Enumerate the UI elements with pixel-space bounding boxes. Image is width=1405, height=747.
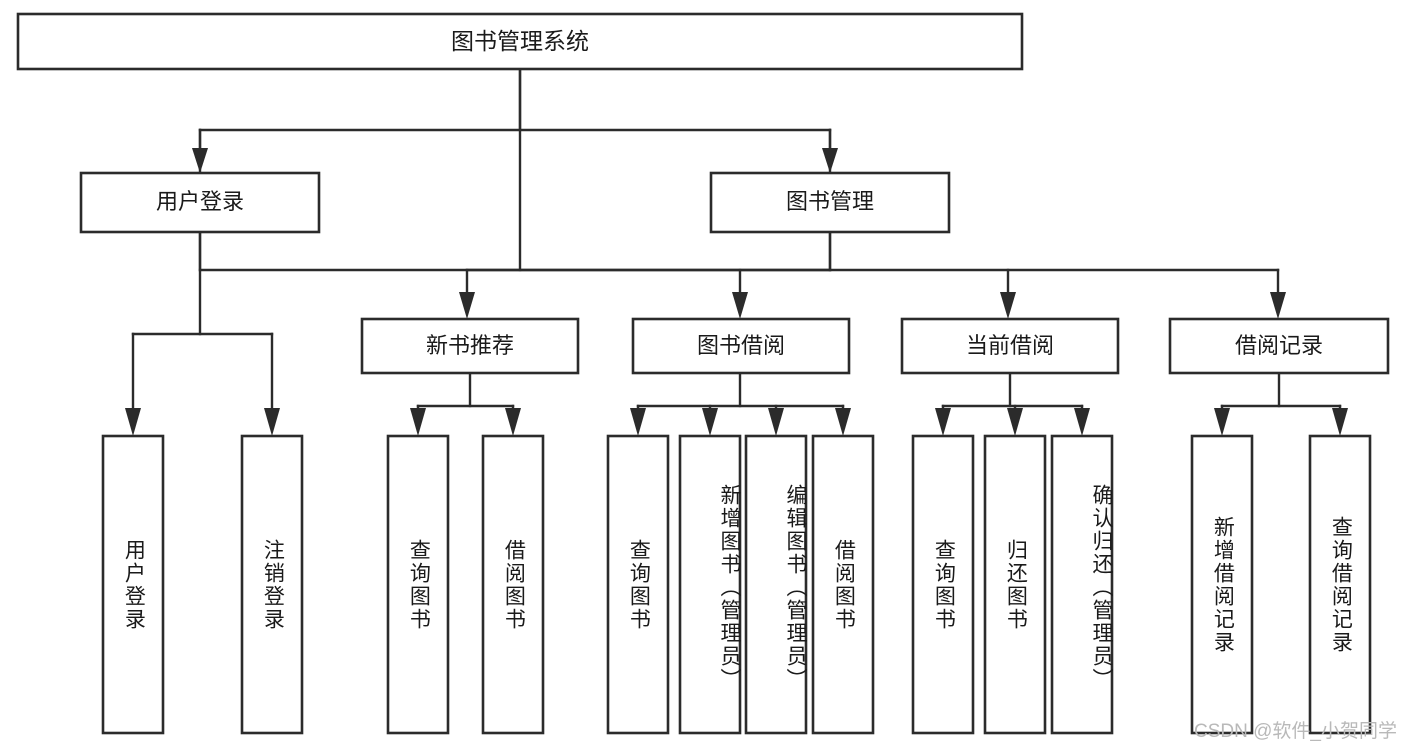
node-user-login[interactable]: 用户登录 xyxy=(79,171,321,234)
arrow-head-leaf-query-borrow-record xyxy=(1332,408,1348,436)
arrow-head-leaf-confirm-return xyxy=(1074,408,1090,436)
connector-current-borrow-children xyxy=(935,371,1090,436)
node-root[interactable]: 图书管理系统 xyxy=(16,12,1024,71)
arrow-head-leaf-borrow-book-1 xyxy=(505,408,521,436)
leaf-add-book-admin-box[interactable] xyxy=(678,434,742,735)
node-book-management-label: 图书管理 xyxy=(786,189,874,214)
leaf-query-book-1-box[interactable] xyxy=(386,434,450,735)
leaf-user-login-box[interactable] xyxy=(101,434,165,735)
node-book-borrow[interactable]: 图书借阅 xyxy=(631,317,851,375)
arrow-head-user-login xyxy=(192,148,208,173)
node-book-management[interactable]: 图书管理 xyxy=(709,171,951,234)
leaf-query-book-2-box[interactable] xyxy=(606,434,670,735)
leaf-logout-login-box[interactable] xyxy=(240,434,304,735)
node-borrow-record-label: 借阅记录 xyxy=(1235,333,1323,358)
arrow-head-leaf-logout-login xyxy=(264,408,280,436)
arrow-head-leaf-query-book-2 xyxy=(630,408,646,436)
connector-book-management-children xyxy=(459,230,1286,319)
node-new-book-recommend[interactable]: 新书推荐 xyxy=(360,317,580,375)
node-current-borrow[interactable]: 当前借阅 xyxy=(900,317,1120,375)
connector-borrow-record-children xyxy=(1214,371,1348,436)
node-borrow-record-box[interactable] xyxy=(1168,317,1390,375)
leaf-query-book-3-box[interactable] xyxy=(911,434,975,735)
node-user-login-box[interactable] xyxy=(79,171,321,234)
node-user-login-label: 用户登录 xyxy=(156,189,244,214)
arrow-head-leaf-return-book xyxy=(1007,408,1023,436)
connector-book-borrow-children xyxy=(630,371,851,436)
leaf-confirm-return-box[interactable] xyxy=(1050,434,1114,735)
leaf-query-borrow-record-box[interactable] xyxy=(1308,434,1372,735)
arrow-head-leaf-add-borrow-record xyxy=(1214,408,1230,436)
arrow-head-current-borrow xyxy=(1000,292,1016,319)
arrow-head-leaf-add-book-admin xyxy=(702,408,718,436)
arrow-head-new-book-recommend xyxy=(459,292,475,319)
node-book-borrow-label: 图书借阅 xyxy=(697,333,785,358)
leaf-boxes xyxy=(101,434,1372,735)
arrow-head-leaf-edit-book-admin xyxy=(768,408,784,436)
leaf-borrow-book-1-box[interactable] xyxy=(481,434,545,735)
connector-user-login-children xyxy=(125,230,280,436)
arrow-head-leaf-query-book-1 xyxy=(410,408,426,436)
node-current-borrow-box[interactable] xyxy=(900,317,1120,375)
arrow-head-leaf-query-book-3 xyxy=(935,408,951,436)
node-book-borrow-box[interactable] xyxy=(631,317,851,375)
leaf-edit-book-admin-box[interactable] xyxy=(744,434,808,735)
leaf-return-book-box[interactable] xyxy=(983,434,1047,735)
arrow-head-leaf-user-login xyxy=(125,408,141,436)
leaf-add-borrow-record-box[interactable] xyxy=(1190,434,1254,735)
arrow-head-borrow-record xyxy=(1270,292,1286,319)
connector-new-book-children xyxy=(410,371,521,436)
node-current-borrow-label: 当前借阅 xyxy=(966,333,1054,358)
arrow-head-book-management xyxy=(822,148,838,173)
node-new-book-recommend-box[interactable] xyxy=(360,317,580,375)
root-branch-reposition xyxy=(192,67,838,173)
node-root-label: 图书管理系统 xyxy=(451,28,589,54)
leaf-borrow-book-2-box[interactable] xyxy=(811,434,875,735)
node-new-book-recommend-label: 新书推荐 xyxy=(426,333,514,358)
node-book-management-box[interactable] xyxy=(709,171,951,234)
arrow-head-leaf-borrow-book-2 xyxy=(835,408,851,436)
connector-layer xyxy=(198,67,832,272)
arrow-head-book-borrow xyxy=(732,292,748,319)
node-borrow-record[interactable]: 借阅记录 xyxy=(1168,317,1390,375)
node-root-box[interactable] xyxy=(16,12,1024,71)
